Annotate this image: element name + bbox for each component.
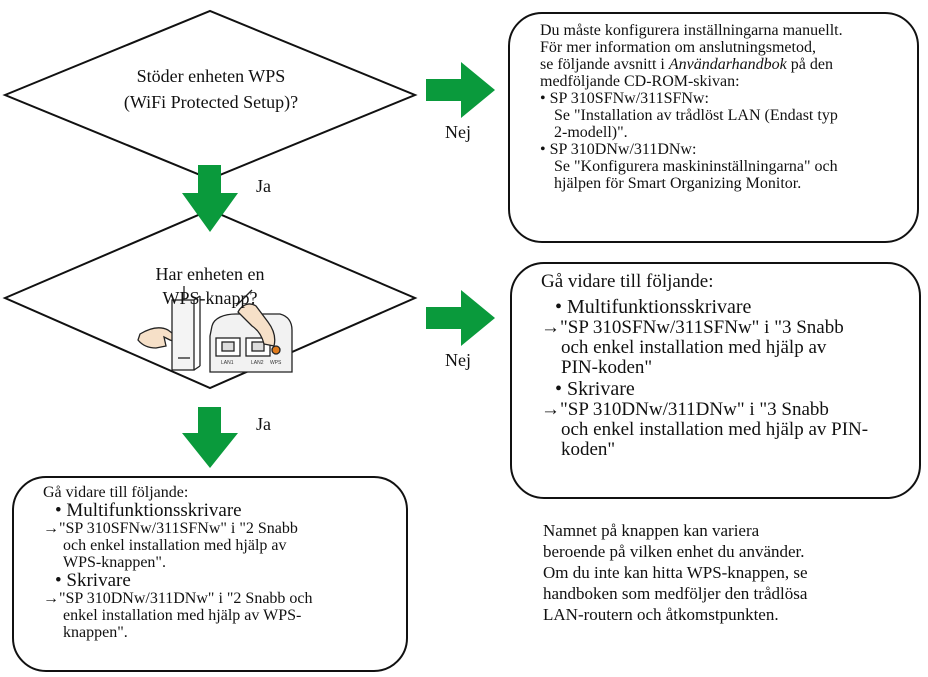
question1-text: Stöder enheten WPS (WiFi Protected Setup… — [86, 63, 336, 115]
manual-line1: Du måste konfigurera inställningarna man… — [540, 22, 843, 39]
manual-line3: se följande avsnitt i Användarhandbok på… — [540, 56, 843, 73]
hand-wps-button-illustration — [209, 289, 293, 373]
note-line3: Om du inte kan hitta WPS-knappen, se — [543, 563, 808, 582]
pin-cat2-c: koden" — [561, 439, 616, 460]
wps-cat2: • Skrivare — [55, 570, 131, 591]
pin-cat2: • Skrivare — [555, 378, 635, 400]
arrow-right-2-icon — [426, 290, 495, 346]
manual-line2: För mer information om anslutningsmetod, — [540, 39, 816, 56]
wps-cat2-c: knappen". — [63, 624, 128, 641]
wps-route-text: Gå vidare till följande: • Multifunktion… — [43, 484, 313, 641]
question2-line2: WPS-knapp? — [162, 288, 258, 308]
manual-item2-b: hjälpen för Smart Organizing Monitor. — [554, 175, 802, 192]
pin-route-box — [510, 262, 921, 499]
manual-line3-post: på den — [786, 56, 833, 73]
manual-item1-a: Se "Installation av trådlöst LAN (Endast… — [554, 107, 838, 124]
question1-line1: Stöder enheten WPS — [136, 66, 286, 86]
label-yes-2: Ja — [256, 414, 271, 434]
arrow-right-1-icon — [426, 62, 495, 118]
wps-cat1-b: och enkel installation med hjälp av — [63, 537, 287, 554]
pin-cat1-b: och enkel installation med hjälp av — [561, 337, 827, 358]
note-line4: handboken som medföljer den trådlösa — [543, 584, 808, 603]
manual-config-box — [508, 12, 919, 243]
pin-cat2-a: →"SP 310DNw/311DNw" i "3 Snabb — [541, 399, 829, 420]
port-label-lan2: LAN2 — [251, 360, 264, 366]
manual-item1: • SP 310SFNw/311SFNw: — [540, 90, 709, 107]
manual-line3-pre: se följande avsnitt i — [540, 56, 669, 73]
pin-cat2-b: och enkel installation med hjälp av PIN- — [561, 419, 869, 440]
wps-cat2-b: enkel installation med hjälp av WPS- — [63, 607, 302, 624]
arrow-down-2-icon — [182, 407, 238, 468]
manual-item2: • SP 310DNw/311DNw: — [540, 141, 697, 158]
manual-item2-a: Se "Konfigurera maskininställningarna" o… — [554, 158, 838, 175]
pin-heading: Gå vidare till följande: — [541, 271, 714, 292]
pin-cat1-c: PIN-koden" — [561, 357, 653, 378]
pin-cat1-a: →"SP 310SFNw/311SFNw" i "3 Snabb — [541, 317, 844, 338]
wps-cat1-a: →"SP 310SFNw/311SFNw" i "2 Snabb — [43, 520, 298, 537]
wps-cat1: • Multifunktionsskrivare — [55, 500, 242, 521]
question1-line2: (WiFi Protected Setup)? — [123, 92, 299, 112]
wps-cat2-a: →"SP 310DNw/311DNw" i "2 Snabb och — [43, 590, 313, 607]
decision-diamond-wps-support — [2, 9, 418, 181]
port-label-lan1: LAN1 — [221, 360, 234, 366]
note-line5: LAN-routern och åtkomstpunkten. — [543, 605, 779, 624]
decision-diamond-wps-button — [2, 208, 418, 390]
wps-cat1-c: WPS-knappen". — [63, 554, 166, 571]
question2-text: Har enheten en WPS-knapp? — [110, 262, 310, 310]
wps-route-box — [12, 476, 408, 672]
question2-line1: Har enheten en — [155, 264, 265, 284]
label-no-2: Nej — [445, 350, 471, 370]
hand-router-illustration — [137, 286, 201, 371]
wps-heading: Gå vidare till följande: — [43, 484, 189, 501]
arrow-down-1-icon — [182, 165, 238, 232]
note-line2: beroende på vilken enhet du använder. — [543, 542, 805, 561]
pin-cat1: • Multifunktionsskrivare — [555, 296, 752, 318]
note-line1: Namnet på knappen kan variera — [543, 521, 760, 540]
manual-guide-title: Användarhandbok — [668, 56, 787, 73]
manual-line4: medföljande CD-ROM-skivan: — [540, 73, 740, 90]
label-no-1: Nej — [445, 122, 471, 142]
note-text: Namnet på knappen kan variera beroende p… — [543, 520, 808, 625]
manual-item1-b: 2-modell)". — [554, 124, 628, 141]
label-yes-1: Ja — [256, 176, 271, 196]
manual-config-text: Du måste konfigurera inställningarna man… — [540, 22, 843, 192]
pin-route-text: Gå vidare till följande: • Multifunktion… — [541, 272, 868, 460]
port-label-wps: WPS — [270, 360, 282, 366]
